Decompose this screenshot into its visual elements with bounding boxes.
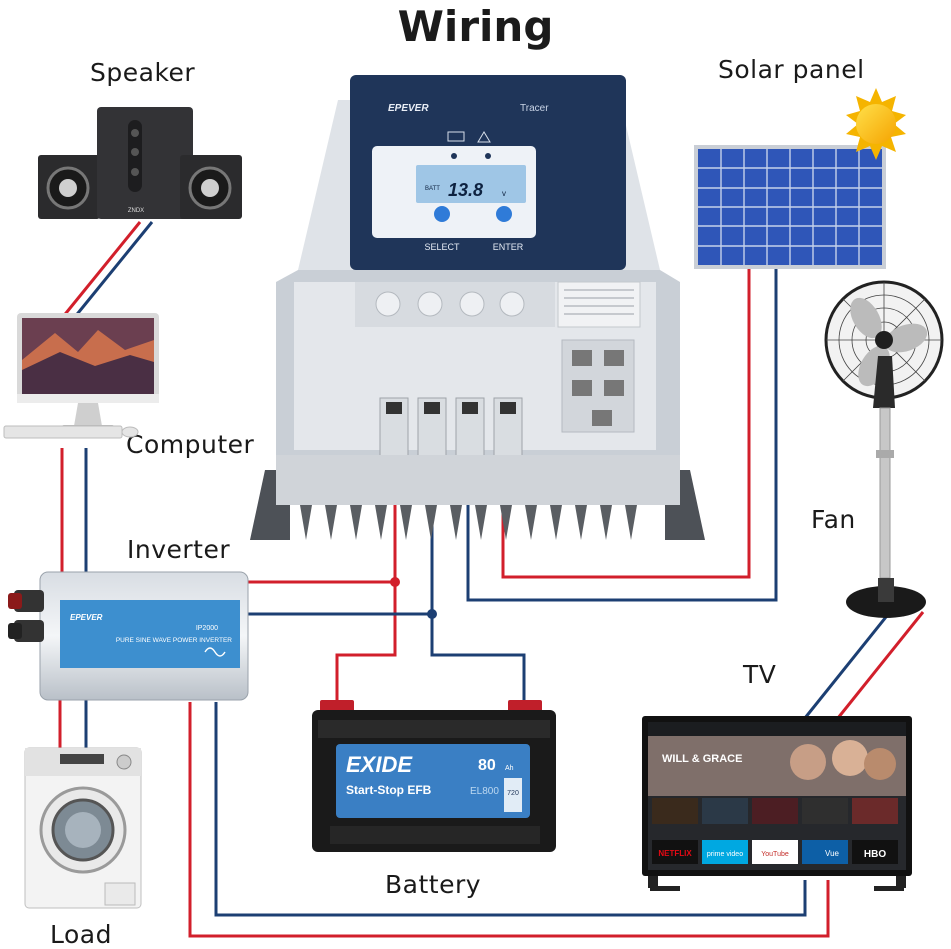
wire-fan-positive (836, 611, 925, 719)
junction-positive (390, 577, 400, 587)
battery-capacity: 80 (478, 757, 496, 774)
speaker-brand: ZNDX (128, 208, 144, 214)
display-tag: BATT (425, 186, 440, 192)
tv-app-1: NETFLIX (658, 849, 692, 858)
wires (58, 221, 925, 938)
wire-fan-negative (803, 611, 892, 719)
tv-label: TV (743, 660, 777, 689)
display-value: 13.8 (448, 180, 483, 200)
inverter-caption: PURE SINE WAVE POWER INVERTER (116, 637, 232, 644)
enter-button (496, 206, 512, 222)
wire-battery-positive (335, 410, 397, 705)
fan-label: Fan (811, 505, 856, 534)
sun-icon (846, 88, 906, 160)
computer-icon (3, 313, 159, 439)
battery-series: Start-Stop EFB (346, 783, 432, 797)
fan-icon (824, 280, 944, 618)
wire-speaker-negative (72, 221, 154, 319)
inverter-label: Inverter (127, 535, 231, 564)
battery-cca: 720 (507, 790, 519, 797)
inverter-brand: EPEVER (70, 613, 103, 622)
load-label: Load (50, 920, 112, 949)
tv-app-5: HBO (864, 849, 886, 860)
display-unit: v (502, 189, 506, 198)
battery-brand: EXIDE (346, 752, 413, 777)
charge-controller: EPEVER Tracer BATT 13.8 v SELECT ENTER (250, 75, 705, 540)
battery-icon: EXIDE Start-Stop EFB 80 Ah EL800 720 (312, 700, 556, 852)
tv-show-title: WILL & GRACE (662, 753, 742, 765)
wire-tv-negative (214, 702, 807, 917)
controller-brand: EPEVER (388, 103, 429, 114)
tv-icon: WILL & GRACE NETFLIX prime video YouTube… (642, 716, 912, 891)
computer-label: Computer (126, 430, 255, 459)
tv-app-4: Vue (825, 849, 839, 858)
solar-panel-label: Solar panel (718, 55, 865, 84)
junction-negative (427, 609, 437, 619)
enter-label: ENTER (493, 242, 524, 252)
battery-code: EL800 (470, 786, 499, 797)
select-button (434, 206, 450, 222)
inverter-icon: EPEVER IP2000 PURE SINE WAVE POWER INVER… (8, 571, 249, 701)
inverter-model: IP2000 (196, 625, 218, 632)
speaker-label: Speaker (90, 58, 196, 87)
wire-tv-positive (188, 702, 830, 938)
tv-app-2: prime video (707, 851, 743, 858)
select-label: SELECT (424, 242, 460, 252)
speaker-icon: ZNDX (38, 107, 242, 219)
tv-app-3: YouTube (761, 851, 789, 858)
battery-label: Battery (385, 870, 482, 899)
solar-panel-icon (694, 145, 886, 269)
controller-model: Tracer (520, 103, 549, 114)
wire-speaker-positive (60, 221, 142, 319)
battery-capacity-unit: Ah (505, 765, 514, 772)
diagram-title: Wiring (397, 2, 554, 51)
load-icon (24, 747, 142, 909)
